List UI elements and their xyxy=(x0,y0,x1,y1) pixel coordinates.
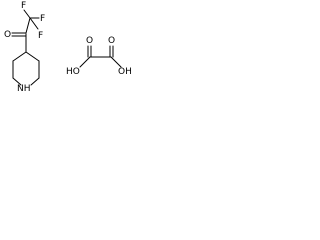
structure-canvas: F F F O NH O O HO OH xyxy=(0,0,143,114)
atom-oxygen-left: O xyxy=(86,36,93,46)
bond-cf3-f-top xyxy=(23,9,31,19)
bond-ring-4 xyxy=(12,77,22,86)
bond-oxalic-c-oh-left xyxy=(79,56,91,68)
molecule-trifluoroacetyl-piperidine: F F F O NH xyxy=(4,1,45,94)
bond-ring-1 xyxy=(25,51,40,62)
atom-hydroxyl-left: HO xyxy=(66,67,80,77)
atom-hydroxyl-right: OH xyxy=(118,67,132,77)
atom-oxygen-carbonyl: O xyxy=(4,30,11,40)
atom-fluorine-mid: F xyxy=(40,14,45,24)
bond-cf3-f-left xyxy=(29,17,39,30)
bond-ring-3 xyxy=(30,77,40,86)
bond-ring-6 xyxy=(12,51,27,62)
atom-fluorine-left: F xyxy=(38,31,43,41)
atom-oxygen-right: O xyxy=(108,36,115,46)
molecule-oxalic-acid: O O HO OH xyxy=(66,36,132,77)
bond-cf3-carbonyl xyxy=(25,17,31,34)
structure-svg: F F F O NH O O HO OH xyxy=(4,1,132,94)
bond-oxalic-c-oh-right xyxy=(110,56,122,68)
atom-fluorine-top: F xyxy=(21,1,26,11)
atom-nh: NH xyxy=(17,84,31,94)
